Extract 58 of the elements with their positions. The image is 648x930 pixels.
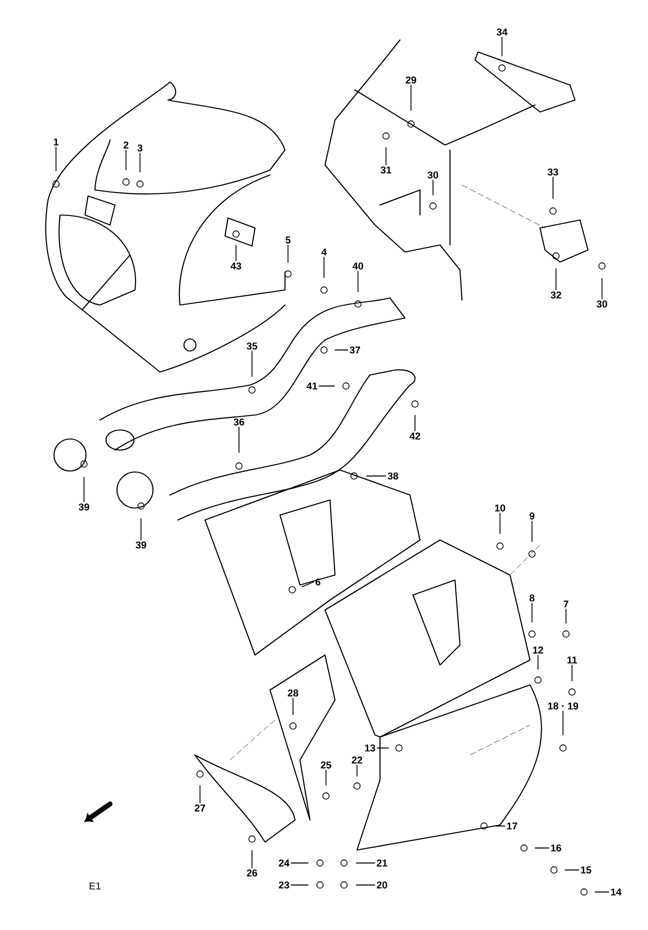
callout-number: 39: [78, 503, 90, 511]
callout-number: 28: [288, 689, 298, 697]
callout-number: 1: [54, 138, 58, 146]
callout-number: 10: [495, 504, 506, 512]
callout-number: 29: [406, 76, 416, 84]
callout-number: 2: [124, 142, 128, 148]
callout-number: 13: [365, 744, 376, 752]
leader-line: [552, 176, 554, 199]
callout-number: 5: [286, 236, 290, 244]
callout-number: 3: [137, 144, 142, 152]
leader-line: [302, 582, 314, 588]
leader-line: [432, 180, 434, 196]
callout-number: 40: [352, 262, 364, 270]
callout-number: 41: [306, 382, 318, 390]
diagram-code: E1: [90, 882, 101, 890]
callout-number: 25: [320, 761, 332, 769]
callout-number: 14: [611, 888, 622, 896]
callout-number: 15: [581, 866, 592, 874]
callout-number: 34: [496, 28, 508, 36]
callout-number: 30: [428, 171, 438, 179]
callout-number: 36: [234, 418, 244, 426]
leader-line: [356, 884, 376, 886]
leader-line: [410, 84, 412, 111]
callout-number: 32: [550, 291, 562, 299]
callout-number: 21: [376, 860, 388, 866]
callout-number: 17: [507, 822, 518, 830]
callout-number: 43: [230, 262, 242, 270]
leader-line: [562, 710, 564, 736]
callout-number: 9: [530, 512, 534, 520]
callout-number: 8: [530, 594, 534, 602]
callout-number: 22: [352, 756, 362, 764]
callout-number: 11: [567, 656, 577, 664]
callout-number: 4: [321, 248, 327, 256]
leader-line: [356, 862, 376, 864]
callout-number: 24: [278, 860, 290, 866]
leader-line: [238, 426, 240, 453]
leader-line: [356, 764, 358, 776]
leader-line: [414, 414, 416, 432]
callout-number: 42: [410, 432, 420, 440]
callout-number: 27: [194, 804, 206, 812]
callout-number: 16: [551, 844, 562, 852]
callout-number: 12: [533, 646, 544, 654]
callout-number: 35: [246, 342, 258, 350]
leader-line: [140, 518, 142, 540]
callout-number: 38: [388, 472, 398, 480]
callout-number: 18 · 19: [548, 702, 578, 710]
leader-line: [290, 862, 308, 864]
callout-number: 31: [380, 166, 392, 174]
callout-number: 7: [564, 600, 568, 608]
callout-number: 39: [136, 541, 146, 549]
callout-number: 30: [596, 300, 608, 308]
callout-number: 33: [548, 168, 558, 176]
leader-line: [290, 884, 308, 886]
callout-number: 23: [278, 881, 290, 889]
callout-number: 26: [246, 869, 258, 877]
leader-line: [292, 698, 294, 716]
callout-number: 37: [350, 346, 360, 354]
callout-number: 20: [376, 881, 388, 889]
